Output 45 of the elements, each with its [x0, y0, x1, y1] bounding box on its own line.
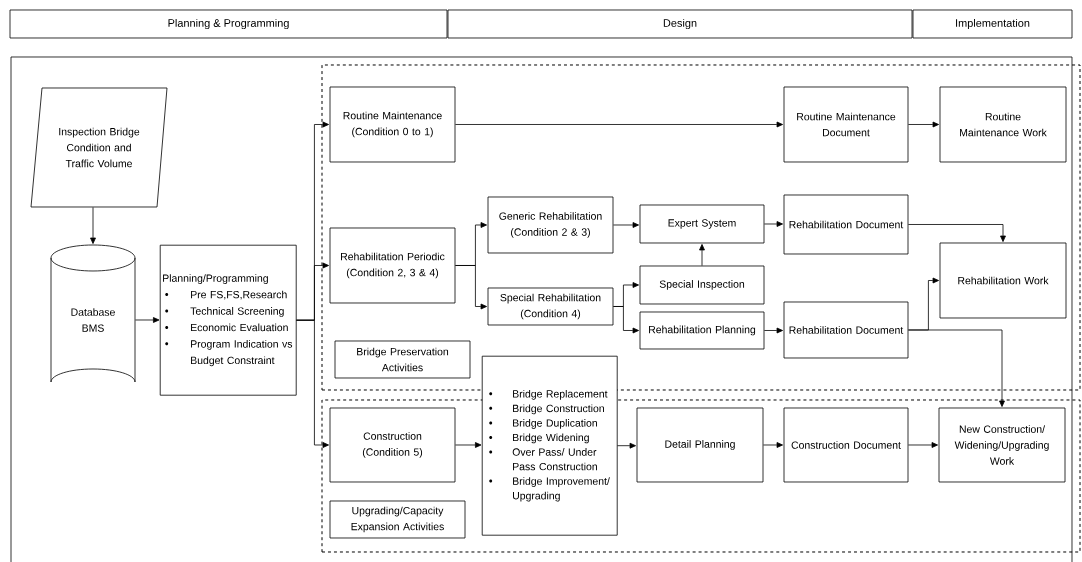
database-cylinder: Database BMS: [50, 244, 136, 383]
arrow: [455, 265, 487, 310]
process-box: Special Rehabilitation (Condition 4): [487, 287, 614, 326]
arrow: [455, 442, 482, 448]
node-label: Database BMS: [71, 308, 115, 332]
arrow: [90, 207, 96, 244]
process-box: Bridge Preservation Activities: [334, 340, 471, 379]
process-box: Generic Rehabilitation (Condition 2 & 3): [487, 196, 614, 254]
arrow: [908, 442, 938, 448]
arrow: [455, 121, 783, 128]
process-box: Construction (Condition 5): [329, 407, 456, 483]
process-box: Routine Maintenance Document: [783, 86, 909, 163]
arrow: [908, 224, 1006, 242]
arrow: [617, 442, 636, 449]
process-box: Rehabilitation Work: [939, 242, 1067, 319]
phase-band: Design: [447, 9, 913, 39]
arrow: [764, 221, 783, 227]
input-parallelogram: Inspection Bridge Condition and Traffic Volume: [30, 87, 168, 208]
arrow: [135, 317, 160, 323]
process-box: Routine Maintenance Work: [939, 86, 1067, 163]
dashed-group: [321, 399, 1081, 553]
arrow: [764, 327, 783, 334]
process-box: Rehabilitation Periodic (Condition 2, 3 & 4): [329, 227, 456, 304]
process-box: Construction Document: [783, 407, 909, 483]
process-box: Rehabilitation Document: [783, 194, 909, 255]
arrow: [908, 121, 939, 128]
arrow: [763, 442, 783, 448]
process-box: Rehabilitation Document: [783, 301, 909, 359]
process-box: Bridge Replacement Bridge Construction Bridge Duplication Bridge Widening Over Pass/ Under Pass Construction Bridge Improvement/ Upgrading: [481, 355, 618, 536]
phase-band: Implementation: [912, 9, 1073, 39]
process-box: Special Inspection: [639, 265, 765, 305]
process-box: Detail Planning: [636, 407, 764, 483]
process-box: Routine Maintenance (Condition 0 to 1): [329, 86, 456, 163]
arrow: [613, 306, 639, 334]
arrow: [908, 329, 1005, 407]
dashed-group: [321, 64, 1081, 391]
process-box: Expert System: [639, 204, 765, 244]
process-box: Upgrading/Capacity Expansion Activities: [329, 500, 466, 539]
arrow: [296, 319, 329, 448]
process-box: Rehabilitation Planning: [639, 311, 765, 350]
process-box: New Construction/ Widening/Upgrading Work: [938, 407, 1066, 483]
arrow: [699, 244, 705, 266]
phase-band: Planning & Programming: [9, 9, 448, 39]
arrow: [613, 222, 639, 228]
process-box: Planning/Programming Pre FS,FS,Research Technical Screening Economic Evaluation Program Indication vs Budget Constraint: [159, 244, 297, 396]
